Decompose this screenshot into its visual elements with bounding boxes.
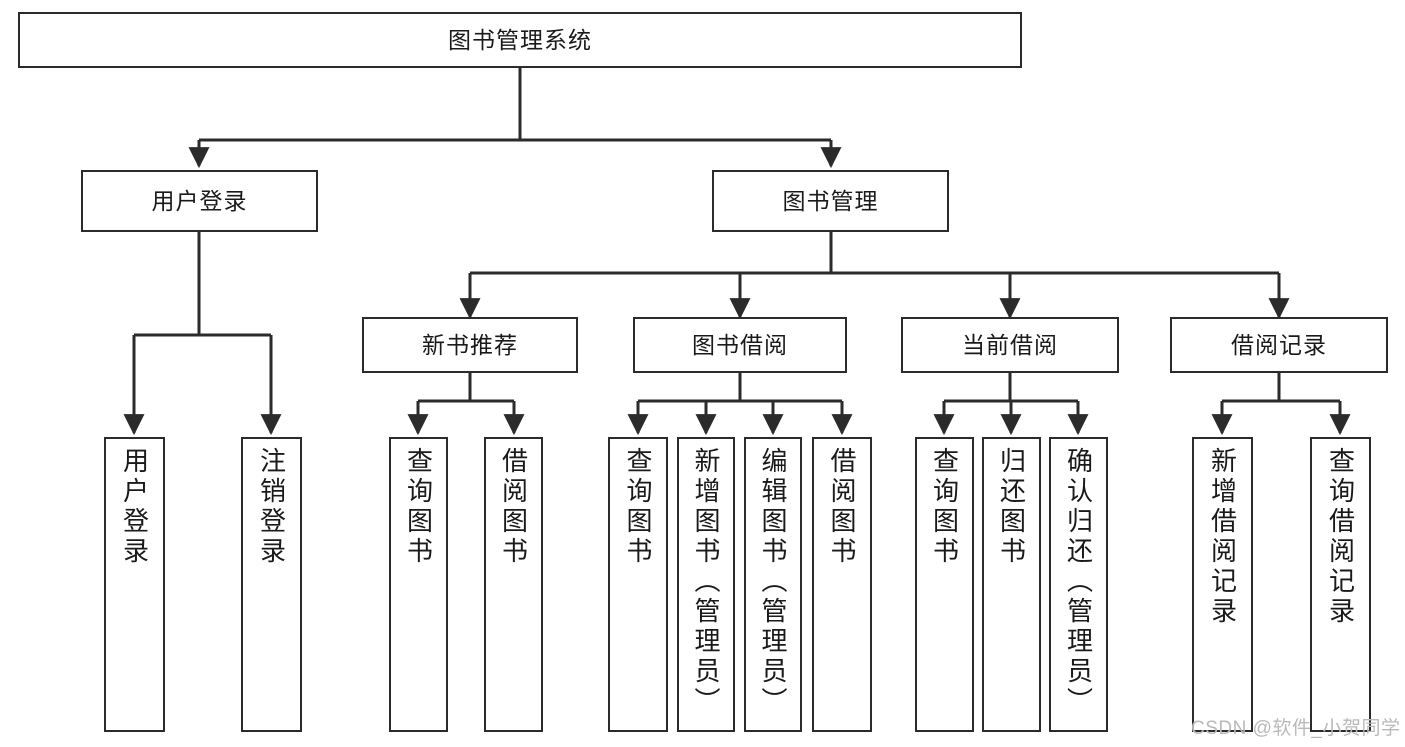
leaf-book-borrow-query-book[interactable]: 查询图书 bbox=[608, 437, 668, 732]
leaf-book-borrow-edit-book-admin[interactable]: 编辑图书（管理员） bbox=[744, 437, 802, 732]
node-label: 图书管理系统 bbox=[448, 26, 592, 53]
node-label: 用户登录 bbox=[119, 447, 150, 567]
node-label: 归还图书 bbox=[996, 447, 1027, 567]
node-label: 图书借阅 bbox=[692, 331, 788, 358]
node-label: 新书推荐 bbox=[422, 331, 518, 358]
leaf-current-borrow-confirm-return-admin[interactable]: 确认归还（管理员） bbox=[1049, 437, 1108, 732]
leaf-user-login-login[interactable]: 用户登录 bbox=[104, 437, 165, 732]
node-user-login[interactable]: 用户登录 bbox=[81, 170, 318, 232]
node-label: 当前借阅 bbox=[962, 331, 1058, 358]
node-label: 查询借阅记录 bbox=[1325, 447, 1356, 627]
node-label: 编辑图书（管理员） bbox=[758, 447, 788, 717]
node-label: 图书管理 bbox=[782, 187, 879, 214]
leaf-borrow-record-add-record[interactable]: 新增借阅记录 bbox=[1192, 437, 1253, 732]
node-root-book-management-system[interactable]: 图书管理系统 bbox=[18, 12, 1022, 68]
leaf-borrow-record-query-record[interactable]: 查询借阅记录 bbox=[1310, 437, 1371, 732]
node-current-borrow[interactable]: 当前借阅 bbox=[901, 317, 1119, 373]
node-label: 借阅图书 bbox=[827, 447, 857, 567]
node-label: 注销登录 bbox=[256, 447, 287, 567]
leaf-new-book-borrow-book[interactable]: 借阅图书 bbox=[484, 437, 543, 732]
node-book-management[interactable]: 图书管理 bbox=[712, 170, 949, 232]
node-label: 新增借阅记录 bbox=[1207, 447, 1238, 627]
node-label: 确认归还（管理员） bbox=[1063, 447, 1094, 717]
node-borrow-record[interactable]: 借阅记录 bbox=[1170, 317, 1388, 373]
leaf-user-login-logout[interactable]: 注销登录 bbox=[241, 437, 302, 732]
node-label: 查询图书 bbox=[929, 447, 960, 567]
node-label: 借阅图书 bbox=[498, 447, 529, 567]
node-label: 查询图书 bbox=[403, 447, 434, 567]
node-book-borrow[interactable]: 图书借阅 bbox=[633, 317, 847, 373]
node-new-book-recommend[interactable]: 新书推荐 bbox=[362, 317, 578, 373]
node-label: 借阅记录 bbox=[1231, 331, 1327, 358]
node-label: 查询图书 bbox=[623, 447, 653, 567]
leaf-current-borrow-query-book[interactable]: 查询图书 bbox=[915, 437, 974, 732]
leaf-current-borrow-return-book[interactable]: 归还图书 bbox=[982, 437, 1041, 732]
leaf-new-book-query-book[interactable]: 查询图书 bbox=[389, 437, 448, 732]
node-label: 新增图书（管理员） bbox=[691, 447, 721, 717]
node-label: 用户登录 bbox=[151, 187, 248, 214]
leaf-book-borrow-add-book-admin[interactable]: 新增图书（管理员） bbox=[677, 437, 735, 732]
leaf-book-borrow-borrow-book[interactable]: 借阅图书 bbox=[812, 437, 872, 732]
